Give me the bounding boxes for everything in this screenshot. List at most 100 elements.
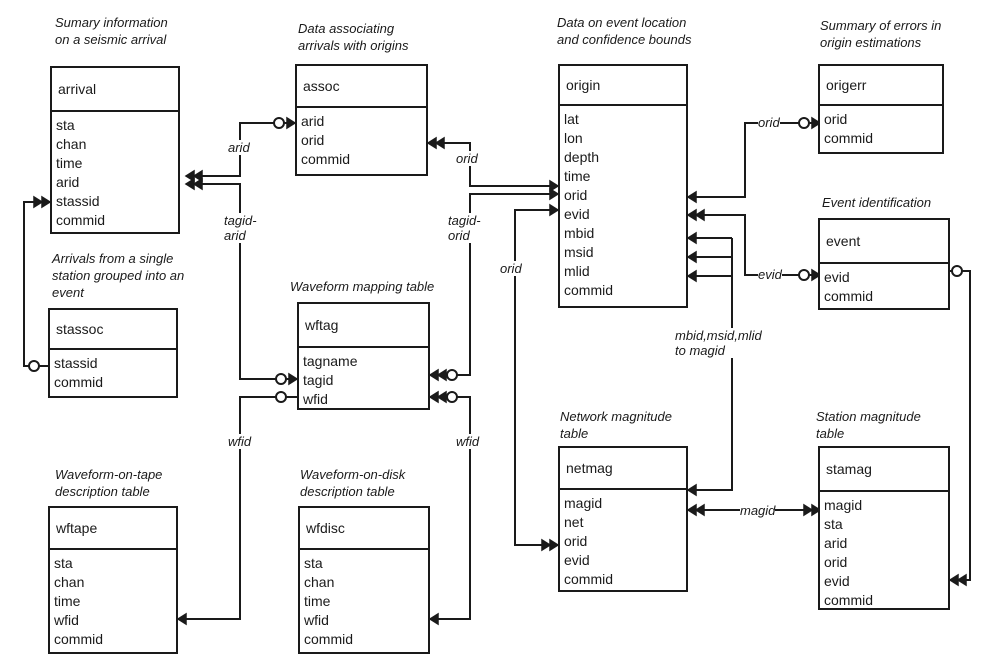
caption-assoc: Data associating arrivals with origins	[298, 20, 409, 54]
caption-line: Summary of errors in	[820, 18, 942, 33]
table-fields: magid sta arid orid evid commid	[820, 492, 948, 610]
caption-origin: Data on event location and confidence bo…	[557, 14, 691, 48]
caption-line: Arrivals from a single	[52, 251, 174, 266]
caption-line: description table	[300, 484, 395, 499]
field: stassid	[54, 355, 98, 371]
caption-line: on a seismic arrival	[55, 32, 167, 47]
table-fields: evid commid	[820, 264, 948, 306]
caption-line: Sumary information	[55, 15, 168, 30]
field: wfid	[303, 391, 328, 407]
caption-wftape: Waveform-on-tape description table	[55, 466, 162, 500]
field: sta	[56, 117, 75, 133]
caption-arrival: Sumary information on a seismic arrival	[55, 14, 168, 48]
caption-line: description table	[55, 484, 150, 499]
field: lon	[564, 130, 583, 146]
table-title: wftape	[50, 508, 176, 550]
table-title: stamag	[820, 448, 948, 492]
field: sta	[824, 516, 843, 532]
table-fields: tagname tagid wfid	[299, 348, 428, 409]
table-title: netmag	[560, 448, 686, 490]
rel-label-orid-assoc: orid	[456, 151, 478, 166]
table-title: arrival	[52, 68, 178, 112]
caption-line: table	[816, 426, 845, 441]
field: stassid	[56, 193, 100, 209]
field: magid	[824, 497, 863, 513]
field: wfid	[304, 612, 329, 628]
caption-line: Data on event location	[557, 15, 687, 30]
field: time	[304, 593, 331, 609]
table-arrival: arrival sta chan time arid stassid commi…	[50, 66, 180, 234]
table-title: event	[820, 220, 948, 264]
field: commid	[564, 282, 614, 298]
table-wfdisc: wfdisc sta chan time wfid commid	[298, 506, 430, 654]
field: magid	[564, 495, 603, 511]
caption-line: table	[560, 426, 589, 441]
field: orid	[824, 554, 848, 570]
field: commid	[54, 374, 104, 390]
field: sta	[304, 555, 323, 571]
caption-line: Waveform-on-tape	[55, 467, 163, 482]
field: evid	[824, 573, 850, 589]
field: sta	[54, 555, 73, 571]
caption-line: Waveform-on-disk	[300, 467, 406, 482]
caption-origerr: Summary of errors in origin estimations	[820, 17, 941, 51]
field: chan	[304, 574, 335, 590]
table-fields: sta chan time arid stassid commid	[52, 112, 178, 230]
caption-stassoc: Arrivals from a single station grouped i…	[52, 250, 184, 301]
rel-label-line: tagid-	[224, 213, 257, 228]
table-assoc: assoc arid orid commid	[295, 64, 428, 176]
field: chan	[54, 574, 85, 590]
caption-line: station grouped into an	[52, 268, 185, 283]
caption-line: Network magnitude	[560, 409, 672, 424]
field: tagname	[303, 353, 358, 369]
caption-line: arrivals with origins	[298, 38, 409, 53]
table-fields: stassid commid	[50, 350, 176, 392]
field: commid	[304, 631, 354, 647]
field: msid	[564, 244, 594, 260]
rel-label-orid-origerr: orid	[758, 115, 780, 130]
field: evid	[824, 269, 850, 285]
caption-line: and confidence bounds	[557, 32, 692, 47]
field: orid	[564, 533, 588, 549]
rel-label-line: tagid-	[448, 213, 481, 228]
caption-line: Station magnitude	[816, 409, 921, 424]
field: commid	[54, 631, 104, 647]
field: net	[564, 514, 584, 530]
rel-label-line: mbid,msid,mlid	[675, 328, 762, 343]
rel-label-tagid-arid: tagid- arid	[224, 213, 257, 243]
caption-stamag: Station magnitude table	[816, 408, 921, 442]
rel-label-evid-event: evid	[758, 267, 782, 282]
field: tagid	[303, 372, 334, 388]
rel-label-line: orid	[448, 228, 470, 243]
table-title: wftag	[299, 304, 428, 348]
table-wftag: wftag tagname tagid wfid	[297, 302, 430, 410]
field: evid	[564, 552, 590, 568]
field: orid	[301, 132, 325, 148]
field: commid	[301, 151, 351, 167]
rel-label-wfid-tape: wfid	[228, 434, 252, 449]
table-stamag: stamag magid sta arid orid evid commid	[818, 446, 950, 610]
field: wfid	[54, 612, 79, 628]
rel-label-tagid-orid: tagid- orid	[448, 213, 481, 243]
caption-line: Data associating	[298, 21, 395, 36]
field: lat	[564, 111, 579, 127]
field: orid	[824, 111, 848, 127]
field: time	[564, 168, 591, 184]
field: arid	[301, 113, 325, 129]
table-event: event evid commid	[818, 218, 950, 310]
table-fields: sta chan time wfid commid	[300, 550, 428, 649]
table-wftape: wftape sta chan time wfid commid	[48, 506, 178, 654]
rel-label-orid-netmag: orid	[500, 261, 522, 276]
table-title: origin	[560, 66, 686, 106]
table-title: assoc	[297, 66, 426, 108]
field: commid	[824, 130, 874, 146]
field: commid	[824, 592, 874, 608]
field: chan	[56, 136, 87, 152]
field: evid	[564, 206, 590, 222]
field: arid	[56, 174, 80, 190]
caption-wftag: Waveform mapping table	[290, 278, 434, 295]
caption-line: Waveform mapping table	[290, 279, 435, 294]
field: depth	[564, 149, 600, 165]
table-title: origerr	[820, 66, 942, 106]
